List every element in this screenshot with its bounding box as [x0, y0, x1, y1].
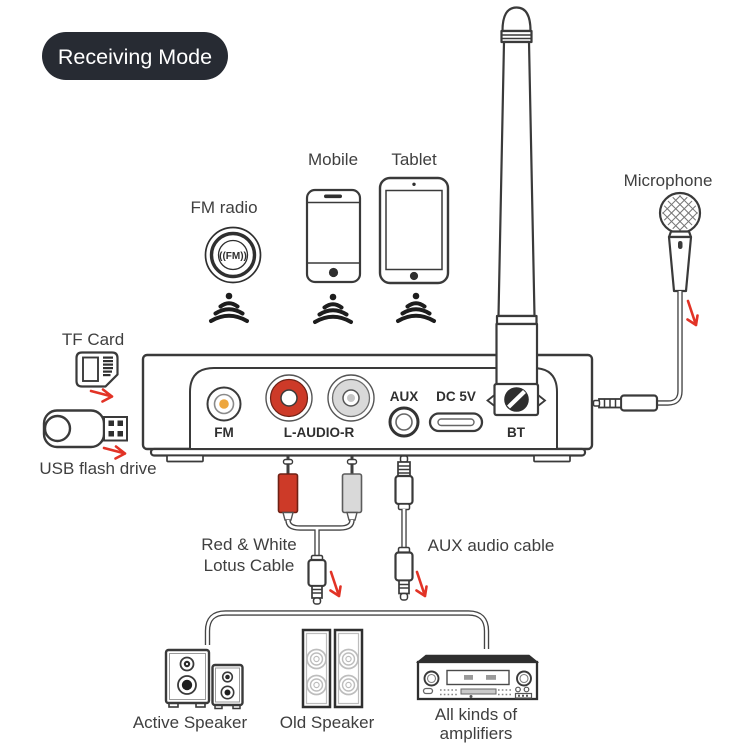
amp-knob: [423, 670, 440, 687]
active-speaker-label: Active Speaker: [133, 713, 248, 732]
tablet-home-button: [409, 271, 419, 281]
device-foot: [166, 454, 204, 463]
amplifier-icon: [415, 654, 540, 701]
fm-icon-text: ((FM)): [219, 251, 247, 262]
phone-home-button: [328, 267, 339, 278]
tablet-label: Tablet: [391, 150, 437, 169]
amplifier-label-line1: All kinds of: [435, 705, 517, 724]
rca-port-left-red: [265, 374, 313, 422]
antenna-rod: [497, 40, 536, 318]
amplifier-output: All kinds of amplifiers: [415, 654, 540, 743]
badge-pill: [42, 32, 228, 80]
fm-radio-source: FM radio ((FM)): [190, 198, 262, 323]
jack-plug-body: [307, 558, 327, 588]
amp-knob: [516, 670, 532, 687]
aux-port: [388, 406, 420, 438]
usb-connector-contacts: [108, 420, 123, 437]
antenna-cap: [501, 6, 532, 33]
fm-port-label: FM: [214, 425, 234, 440]
tablet-camera-dot: [412, 182, 416, 186]
connection-bracket: [204, 610, 490, 649]
microphone-input: Microphone: [592, 171, 713, 412]
red-arrow-icon: [415, 570, 428, 598]
mobile-source: Mobile: [305, 150, 362, 324]
rca-ports-label: L-AUDIO-R: [284, 425, 355, 440]
amp-display: [446, 669, 510, 686]
tf-card-icon: [75, 351, 119, 388]
aux-port-label: AUX: [390, 389, 419, 404]
amplifier-label-line2: amplifiers: [440, 724, 513, 743]
red-arrow-icon: [89, 388, 114, 403]
old-speaker-label: Old Speaker: [280, 713, 375, 732]
lotus-cable-label-line1: Red & White: [201, 535, 296, 554]
tf-card-pins: [103, 356, 113, 377]
usb-c-power-port: [428, 412, 484, 433]
red-arrow-icon: [329, 570, 342, 598]
phone-speaker-slot: [324, 194, 342, 199]
usb-flash-drive-icon: [42, 409, 128, 449]
active-speaker-output: Active Speaker: [133, 648, 248, 732]
jack-plug-body: [394, 551, 414, 582]
jack-plug-body: [394, 474, 414, 506]
tablet-icon: [378, 176, 450, 285]
mode-badge: Receiving Mode: [42, 32, 228, 80]
lotus-cable-label-line2: Lotus Cable: [204, 556, 295, 575]
bt-antenna-mount: [486, 382, 547, 417]
red-arrow-icon: [102, 445, 127, 460]
old-speaker-output: Old Speaker: [280, 628, 375, 732]
tf-card-label: TF Card: [62, 330, 124, 349]
usb-label: USB flash drive: [39, 459, 156, 478]
tf-card-input: TF Card: [62, 330, 124, 403]
fm-port: [206, 386, 242, 422]
aux-cable: AUX audio cable: [394, 455, 555, 601]
mobile-label: Mobile: [308, 150, 358, 169]
microphone-icon: [592, 191, 702, 412]
rca-plug-white: [341, 473, 363, 514]
fm-radio-icon: ((FM)): [204, 226, 262, 284]
microphone-mesh: [662, 195, 698, 231]
receiver-device: FM L-AUDIO-R AUX DC 5V: [141, 6, 594, 463]
microphone-switch: [678, 241, 683, 249]
badge-label: Receiving Mode: [58, 45, 212, 69]
rca-port-right-white: [327, 374, 375, 422]
active-speaker-icon: [164, 648, 244, 710]
red-arrow-icon: [686, 299, 699, 327]
microphone-plug: [619, 394, 659, 412]
amp-slider: [460, 688, 497, 695]
old-speaker-icon: [301, 628, 364, 709]
microphone-label: Microphone: [624, 171, 713, 190]
device-foot: [533, 454, 571, 463]
rca-plug-red: [277, 473, 299, 514]
mobile-icon: [305, 188, 362, 284]
antenna-port-label: BT: [507, 425, 526, 440]
usb-input: USB flash drive: [39, 409, 157, 478]
aux-cable-label: AUX audio cable: [428, 536, 555, 555]
tablet-source: Tablet: [378, 150, 450, 323]
power-port-label: DC 5V: [436, 389, 476, 404]
fm-radio-label: FM radio: [190, 198, 257, 217]
antenna-base: [495, 322, 539, 388]
lotus-cable: Red & White Lotus Cable: [201, 456, 363, 605]
